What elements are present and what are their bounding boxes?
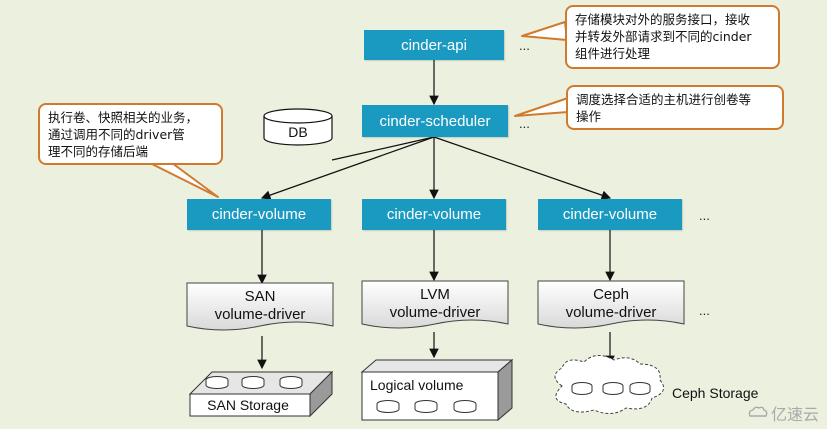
cinder-volume-node-3: cinder-volume [538,199,682,230]
callout-volume-line-1: 执行卷、快照相关的业务， [48,110,199,125]
line-scheduler-db [331,136,435,161]
arrow-scheduler-volume1 [260,136,435,200]
callout-scheduler-tail [514,97,569,117]
san-driver-line1: SAN [245,288,276,305]
watermark-logo-icon [748,406,768,417]
cinder-api-node: cinder-api [364,30,504,60]
san-disk-icon [279,376,303,389]
scheduler-ellipsis: ... [519,116,530,131]
callout-api: 存储模块对外的服务接口，接收 并转发外部请求到不同的cinder 组件进行处理 [565,5,780,69]
san-disk-icon [241,376,265,389]
callout-scheduler: 调度选择合适的主机进行创卷等 操作 [566,85,784,130]
lvm-driver: LVM volume-driver [361,280,509,329]
san-driver-line2: volume-driver [215,306,306,323]
db-label: DB [288,124,307,140]
san-disk-icon [205,376,229,389]
ceph-driver-line2: volume-driver [566,304,657,321]
ceph-disk-icon [571,382,593,395]
callout-api-line-2: 并转发外部请求到不同的cinder [575,29,752,44]
ceph-driver: Ceph volume-driver [537,280,685,329]
callout-volume-line-2: 通过调用不同的driver管 [48,127,185,142]
watermark-text: 亿速云 [770,405,819,424]
ceph-driver-line1: Ceph [593,286,629,303]
volume-ellipsis: ... [699,208,710,223]
ceph-disk-icon [602,382,624,395]
callout-api-line-3: 组件进行处理 [575,46,651,61]
lvm-storage: Logical volume [360,358,514,422]
cinder-volume-node-2: cinder-volume [362,199,506,230]
callout-volume-tail [149,162,219,198]
lvm-driver-line1: LVM [420,286,450,303]
san-storage-label: SAN Storage [207,397,289,413]
cinder-scheduler-node: cinder-scheduler [362,105,508,137]
lvm-disk-icon [414,400,438,413]
watermark: 亿速云 [748,401,819,425]
db-cylinder: DB [263,108,333,146]
lvm-disk-icon [376,400,400,413]
arrow-scheduler-volume3 [433,136,612,200]
callout-scheduler-line-2: 操作 [576,109,602,124]
ceph-disk-icon [629,382,651,395]
lvm-disk-icon [453,400,477,413]
api-ellipsis: ... [519,38,530,53]
lvm-storage-label: Logical volume [370,377,464,393]
ceph-storage-label: Ceph Storage [672,385,759,401]
callout-scheduler-line-1: 调度选择合适的主机进行创卷等 [576,92,752,107]
callout-volume: 执行卷、快照相关的业务， 通过调用不同的driver管 理不同的存储后端 [38,103,223,165]
callout-api-line-1: 存储模块对外的服务接口，接收 [575,12,751,27]
callout-volume-line-3: 理不同的存储后端 [48,144,149,159]
driver-ellipsis: ... [699,303,710,318]
san-driver: SAN volume-driver [186,282,334,331]
lvm-driver-line2: volume-driver [390,304,481,321]
san-storage: SAN Storage [188,370,334,418]
cinder-volume-node-1: cinder-volume [187,199,331,230]
ceph-storage: Ceph Storage [554,355,759,414]
